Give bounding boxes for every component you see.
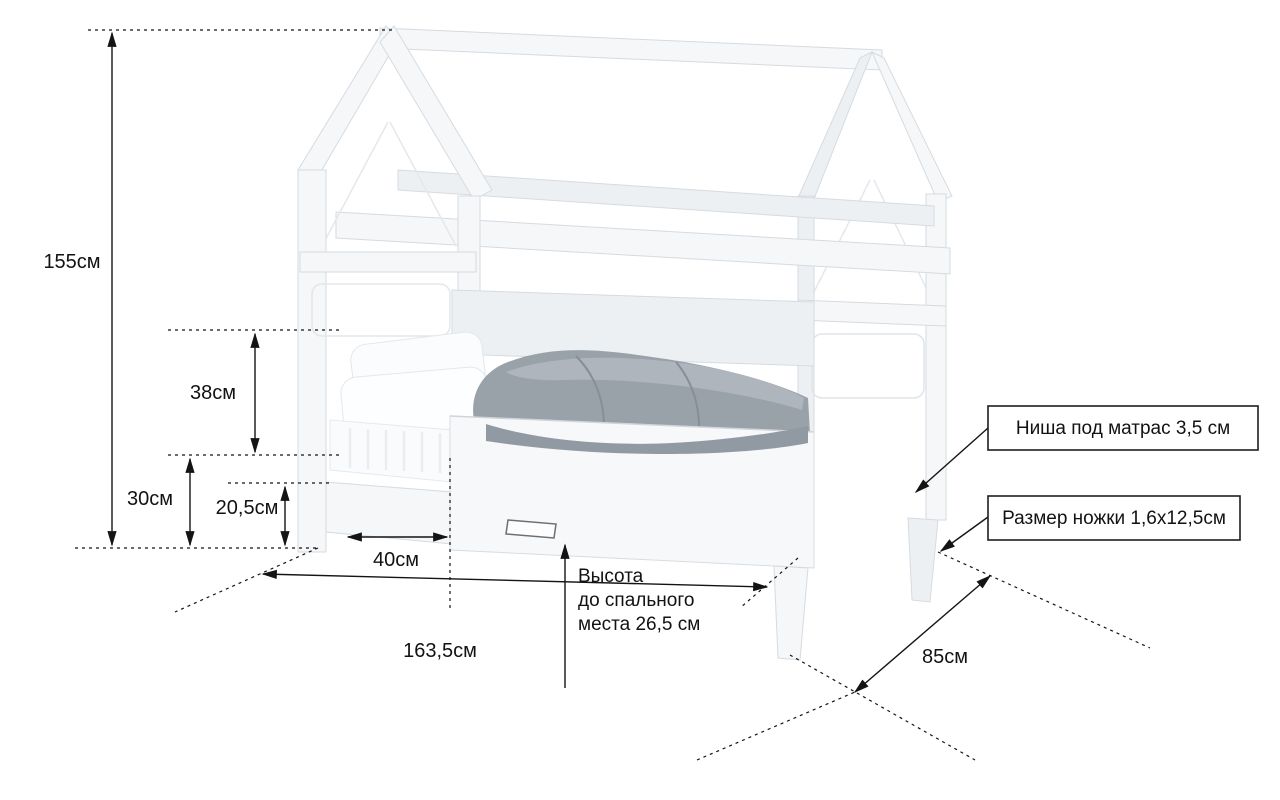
sleep-height-label-line1: Высота [578, 566, 644, 587]
callout-leg-box [987, 495, 1241, 541]
dimension-depth: 85см [853, 574, 992, 694]
ref-depth-near [789, 654, 976, 761]
callout-leg-label: Размер ножки 1,6х12,5см [1002, 508, 1226, 529]
far-window-opening [811, 333, 925, 399]
ridge-beam [379, 27, 883, 71]
far-roof-right-beam [870, 50, 953, 203]
dimension-opening-width: 40см [346, 532, 449, 571]
dim-label-30: 30см [127, 488, 173, 510]
far-right-post [925, 193, 947, 521]
blanket-overhang [486, 424, 808, 455]
dim-label-1635: 163,5см [403, 640, 477, 662]
bed-illustration [297, 25, 953, 661]
mattress-side [329, 419, 453, 483]
back-top-rail [397, 169, 935, 227]
callout-leg-arrow [939, 516, 989, 552]
ref-length-right [739, 557, 799, 609]
front-top-rail [335, 211, 951, 275]
far-gable [797, 50, 953, 603]
near-left-post [297, 169, 327, 553]
dim-label-85: 85см [922, 646, 968, 668]
sleep-height-label-line3: места 26,5 см [578, 614, 700, 635]
callout-niche-label: Ниша под матрас 3,5 см [1016, 418, 1230, 439]
dim-label-205: 20,5см [216, 497, 279, 519]
dimension-length: 163,5см [261, 569, 769, 662]
dimension-base-height: 20,5см [216, 485, 290, 547]
callout-niche-box [987, 405, 1259, 451]
ref-floor-front [696, 691, 856, 761]
reference-lines [75, 29, 1151, 761]
far-right-leg [907, 517, 939, 603]
mattress-quilting [348, 428, 442, 473]
callout-mattress-niche: Ниша под матрас 3,5 см [914, 405, 1259, 494]
dimension-lower-height: 30см [127, 457, 195, 547]
front-right-leg [773, 565, 809, 661]
near-window-opening [311, 283, 451, 337]
callout-leg-size: Размер ножки 1,6х12,5см [939, 495, 1241, 552]
far-crossbar [797, 299, 947, 327]
dim-line-85 [853, 574, 992, 694]
near-gable-window-lines [321, 121, 457, 247]
dim-line-1635 [261, 569, 769, 592]
dim-label-155: 155см [43, 251, 100, 273]
near-roof-left-beam [297, 25, 399, 181]
callout-niche-arrow [914, 427, 989, 494]
dimension-total-height: 155см [43, 31, 117, 547]
ref-depth-far [937, 551, 1151, 649]
far-gable-window-lines [811, 179, 931, 297]
near-crossbar [299, 251, 477, 273]
front-panel-edge [449, 415, 815, 433]
base-rail [325, 481, 453, 545]
dim-label-40: 40см [373, 549, 419, 571]
ref-length-left [174, 547, 319, 613]
back-panel [451, 289, 815, 367]
fitting-bracket [505, 519, 557, 539]
dim-label-38: 38см [190, 382, 236, 404]
sleep-height-label-line2: до спального [578, 590, 694, 611]
blanket-highlight [506, 357, 804, 410]
far-roof-left-beam [797, 50, 873, 205]
dimension-sleep-height: Высота до спального места 26,5 см [560, 543, 700, 688]
dimension-rail-height: 38см [190, 332, 260, 454]
